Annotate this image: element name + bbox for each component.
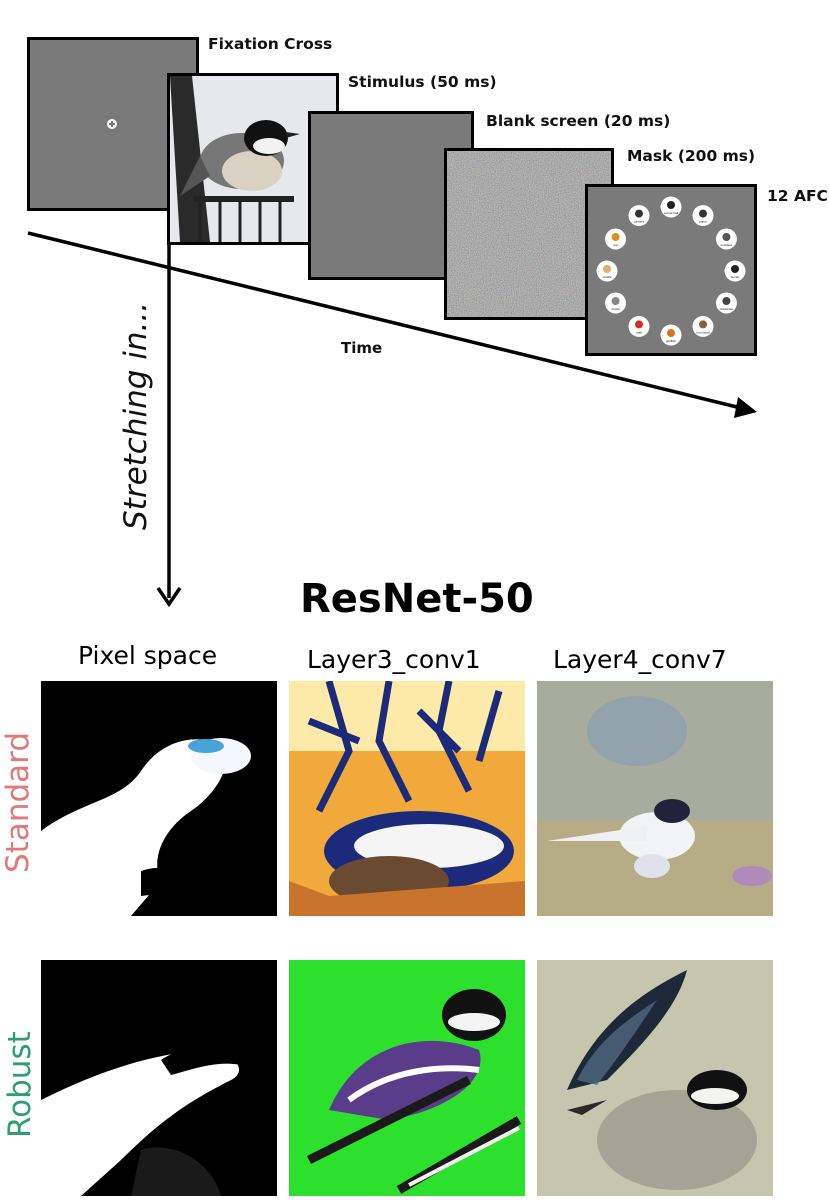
afc-options-ring: soccer ball piano necklace hunter chickadee f… — [596, 196, 746, 346]
afc-option-label: necklace — [721, 243, 733, 247]
stage-label-blank: Blank screen (20 ms) — [486, 112, 671, 130]
afc-screen: soccer ball piano necklace hunter chickadee f… — [585, 184, 757, 356]
stretch-arrow-head — [156, 587, 182, 608]
afc-option-label: soccer ball — [664, 211, 679, 215]
panel-standard-layer3 — [289, 681, 525, 916]
afc-option[interactable]: candle — [596, 260, 618, 282]
time-arrow-line — [27, 231, 746, 411]
afc-option[interactable]: camera — [628, 205, 650, 227]
afc-option-icon — [611, 233, 620, 241]
column-label-pixel: Pixel space — [78, 641, 218, 670]
stage-label-stimulus: Stimulus (50 ms) — [348, 73, 497, 91]
panel-robust-pixel — [41, 960, 277, 1196]
afc-option-icon — [635, 209, 643, 218]
column-label-layer4: Layer4_conv7 — [553, 645, 727, 674]
afc-option-label: fruit lizard — [696, 330, 709, 334]
afc-option-icon — [722, 233, 731, 241]
afc-option-icon — [667, 201, 675, 209]
afc-option-label: chickadee — [720, 307, 734, 311]
stage-label-fixation: Fixation Cross — [208, 35, 333, 53]
afc-option-icon — [731, 265, 739, 273]
model-title: ResNet-50 — [300, 576, 534, 622]
afc-option-label: crab — [636, 330, 642, 334]
afc-option-icon — [611, 297, 620, 305]
stretching-label: Stretching in... — [118, 301, 154, 530]
afc-option-label: hunter — [731, 275, 740, 279]
afc-option-label: goldfish — [666, 339, 677, 343]
afc-option[interactable]: chickadee — [715, 292, 737, 314]
afc-option[interactable]: necklace — [715, 228, 737, 250]
afc-option-icon — [603, 265, 611, 273]
mask-screen — [444, 148, 614, 320]
afc-option[interactable]: goldfish — [660, 324, 682, 346]
panel-standard-layer4 — [537, 681, 773, 916]
afc-option-label: ricotta — [611, 307, 620, 311]
afc-option-label: cup — [613, 243, 618, 247]
afc-option[interactable]: crab — [628, 315, 650, 337]
row-label-robust: Robust — [2, 1031, 38, 1138]
panel-standard-pixel — [41, 681, 277, 916]
timeline-arrows — [27, 231, 757, 608]
afc-option-label: candle — [603, 275, 612, 279]
afc-option-icon — [699, 209, 707, 218]
afc-option-icon — [667, 329, 675, 337]
panel-robust-layer3 — [289, 960, 525, 1196]
afc-option[interactable]: fruit lizard — [692, 315, 714, 337]
afc-option-icon — [699, 320, 707, 329]
afc-option-label: camera — [634, 220, 644, 224]
time-arrow-head — [734, 397, 757, 418]
afc-option[interactable]: cup — [605, 228, 627, 250]
afc-option-icon — [722, 297, 731, 305]
column-label-layer3: Layer3_conv1 — [307, 645, 481, 674]
panel-robust-layer4 — [537, 960, 773, 1196]
afc-option[interactable]: soccer ball — [660, 196, 682, 218]
afc-option[interactable]: piano — [692, 205, 714, 227]
stage-label-mask: Mask (200 ms) — [627, 147, 756, 165]
stage-label-afc: 12 AFC — [767, 187, 828, 205]
row-label-standard: Standard — [0, 731, 36, 873]
time-label: Time — [341, 339, 383, 357]
afc-option-label: piano — [699, 220, 707, 224]
afc-option-icon — [635, 320, 643, 329]
afc-option[interactable]: hunter — [724, 260, 746, 282]
noise-mask-pattern — [447, 151, 611, 317]
afc-option[interactable]: ricotta — [605, 292, 627, 314]
